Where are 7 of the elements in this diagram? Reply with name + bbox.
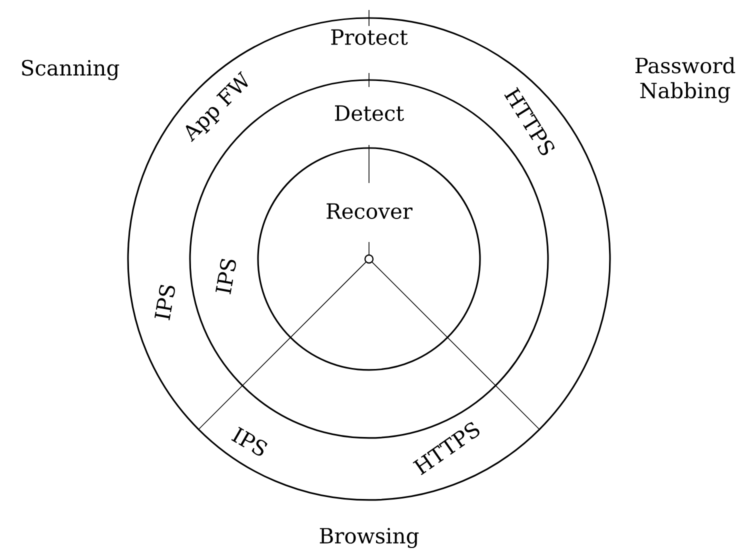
segment-label: IPS [154, 284, 175, 320]
segment-label: App FW [186, 71, 248, 142]
segment-label: Browsing [320, 528, 419, 548]
segment-label: IPS [231, 426, 268, 456]
segment-label: Scanning [22, 60, 120, 80]
segment-label: IPS [215, 258, 236, 294]
segment-label: Password Nabbing [635, 57, 736, 103]
